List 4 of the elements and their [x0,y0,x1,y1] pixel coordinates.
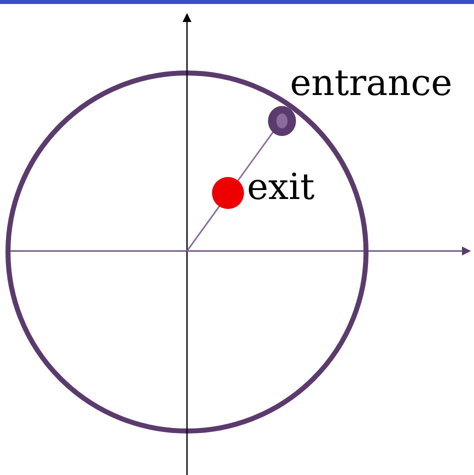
entry-point [268,106,296,136]
point-label: exit [247,168,315,208]
point-label: entrance [290,64,452,104]
exit-point [212,177,244,209]
